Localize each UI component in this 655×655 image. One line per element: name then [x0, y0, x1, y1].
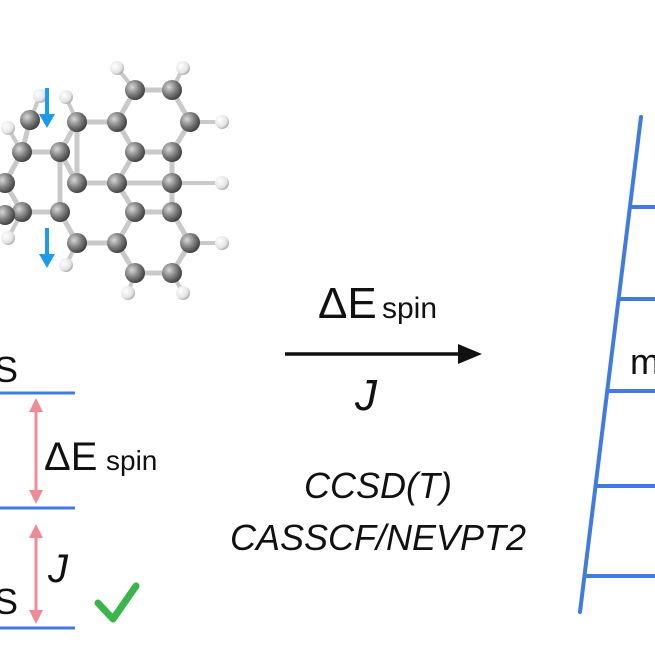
gap-arrow-coupling	[29, 524, 43, 624]
hydrogen-atom	[59, 90, 73, 104]
carbon-atom	[12, 142, 32, 162]
carbon-atom	[162, 142, 182, 162]
hydrogen-atom	[215, 176, 229, 190]
arrow-top-label: ΔE	[318, 279, 377, 328]
hydrogen-atom	[33, 89, 47, 103]
down-arrow-icon	[39, 228, 55, 268]
gap-arrow-spin	[29, 398, 43, 504]
hydrogen-atom	[176, 61, 190, 75]
coupling-label: J	[47, 547, 69, 591]
carbon-atom	[67, 173, 87, 193]
hydrogen-atom	[215, 115, 229, 129]
checkmark-icon	[94, 582, 140, 623]
carbon-atom	[107, 112, 127, 132]
carbon-atom	[180, 112, 200, 132]
carbon-atom	[107, 233, 127, 253]
gap-label: ΔE	[44, 435, 97, 479]
carbon-atom	[162, 173, 182, 193]
method-casscf-nevpt2: CASSCF/NEVPT2	[230, 517, 526, 558]
carbon-atom	[50, 202, 70, 222]
carbon-atom	[125, 80, 145, 100]
molecule-icon	[0, 61, 229, 300]
hydrogen-atom	[215, 236, 229, 250]
method-ccsdt: CCSD(T)	[304, 465, 452, 506]
carbon-atom	[125, 202, 145, 222]
carbon-atom	[20, 110, 40, 130]
hydrogen-atom	[110, 61, 124, 75]
hydrogen-atom	[176, 286, 190, 300]
carbon-atom	[162, 80, 182, 100]
energy-levels	[0, 391, 75, 630]
hydrogen-atom	[121, 286, 135, 300]
hydrogen-atom	[1, 231, 15, 245]
carbon-atom	[67, 233, 87, 253]
carbon-atom	[0, 205, 15, 225]
ladder	[578, 115, 655, 614]
carbon-atom	[50, 142, 70, 162]
carbon-atom	[107, 173, 127, 193]
arrow-bottom-label: J	[354, 371, 378, 420]
state-label-upper: S	[0, 349, 18, 390]
carbon-atom	[67, 112, 87, 132]
arrow-top-subscript: spin	[382, 292, 437, 325]
reaction-arrow	[285, 344, 482, 364]
gap-subscript: spin	[106, 445, 157, 476]
down-arrow-icon	[39, 88, 55, 128]
carbon-atom	[0, 173, 15, 193]
carbon-atom	[162, 263, 182, 283]
carbon-atom	[125, 142, 145, 162]
state-label-lower: S	[0, 581, 18, 622]
carbon-atom	[162, 202, 182, 222]
hydrogen-atom	[1, 121, 15, 135]
carbon-atom	[180, 233, 200, 253]
carbon-atom	[12, 202, 32, 222]
hydrogen-atom	[59, 258, 73, 272]
ladder-rung-label: m	[630, 341, 655, 382]
carbon-atom	[125, 263, 145, 283]
